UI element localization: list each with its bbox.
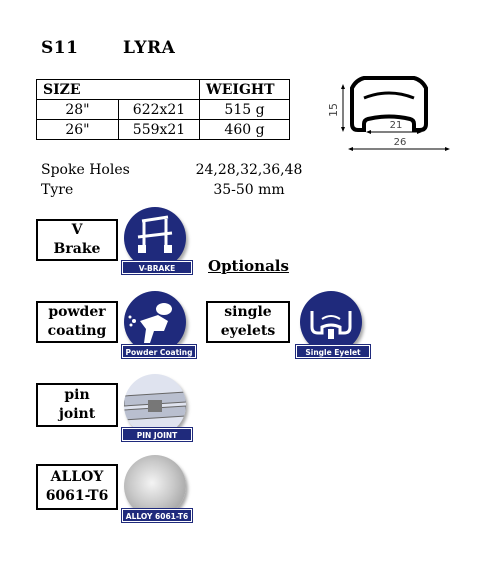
spoke-holes-value: 24,28,32,36,48 bbox=[195, 162, 303, 178]
powder-coating-label-box: powder coating bbox=[36, 301, 118, 343]
height-label: 15 bbox=[327, 103, 340, 117]
arrowhead-icon bbox=[341, 84, 345, 89]
vbrake-caption: V-BRAKE bbox=[122, 261, 192, 274]
vbrake-badge: V-BRAKE bbox=[122, 207, 192, 275]
arrowhead-icon bbox=[445, 147, 450, 151]
alloy-label-line2: 6061-T6 bbox=[45, 488, 109, 504]
rim-profile-diagram: 15 21 26 bbox=[327, 76, 450, 151]
alloy-label-box: ALLOY 6061-T6 bbox=[36, 464, 118, 510]
powder-label-line2: coating bbox=[47, 323, 107, 339]
vbrake-icon bbox=[124, 207, 186, 269]
table-header-row: SIZE WEIGHT bbox=[36, 79, 290, 100]
size-cell: 26" bbox=[36, 119, 119, 140]
table-row: 26" 559x21 460 g bbox=[36, 119, 290, 140]
arrowhead-icon bbox=[417, 130, 422, 134]
arrowhead-icon bbox=[348, 147, 353, 151]
eyelets-label-line1: single bbox=[224, 304, 272, 320]
spoke-holes-label: Spoke Holes bbox=[41, 162, 130, 178]
vbrake-label-box: V Brake bbox=[36, 219, 118, 261]
single-eyelet-badge: Single Eyelet bbox=[296, 291, 370, 359]
pin-joint-icon bbox=[124, 374, 186, 436]
rim-bridge-shape bbox=[363, 91, 415, 100]
tyre-label: Tyre bbox=[41, 182, 74, 198]
dims-cell: 622x21 bbox=[118, 99, 200, 120]
eyelets-label-line2: eyelets bbox=[220, 323, 276, 339]
model-code: S11 bbox=[41, 38, 79, 58]
arrowhead-icon bbox=[341, 127, 345, 132]
dims-cell: 559x21 bbox=[118, 119, 200, 140]
powder-label-line1: powder bbox=[48, 304, 106, 320]
single-eyelet-caption: Single Eyelet bbox=[296, 345, 370, 358]
pin-joint-badge: PIN JOINT bbox=[122, 374, 192, 442]
pin-label-line1: pin bbox=[64, 387, 90, 403]
alloy-label-line1: ALLOY bbox=[50, 469, 104, 485]
alloy-badge: ALLOY 6061-T6 bbox=[122, 455, 192, 523]
size-cell: 28" bbox=[36, 99, 119, 120]
pin-label-line2: joint bbox=[58, 406, 96, 422]
pin-joint-label-box: pin joint bbox=[36, 383, 118, 427]
arrowhead-icon bbox=[366, 130, 371, 134]
single-eyelets-label-box: single eyelets bbox=[206, 301, 290, 343]
alloy-caption: ALLOY 6061-T6 bbox=[122, 509, 192, 522]
model-name: LYRA bbox=[123, 38, 176, 58]
powder-coating-badge: Powder Coating bbox=[122, 291, 196, 359]
optionals-heading: Optionals bbox=[208, 257, 289, 275]
outer-width-label: 26 bbox=[394, 137, 407, 148]
pin-joint-caption: PIN JOINT bbox=[122, 428, 192, 441]
spray-gun-icon bbox=[124, 291, 186, 353]
weight-header: WEIGHT bbox=[199, 79, 290, 100]
eyelet-icon bbox=[300, 291, 362, 353]
spec-table: SIZE WEIGHT 28" 622x21 515 g 26" 559x21 … bbox=[36, 79, 290, 140]
size-header: SIZE bbox=[36, 79, 200, 100]
tyre-value: 35-50 mm bbox=[213, 182, 285, 198]
inner-width-label: 21 bbox=[390, 120, 403, 131]
powder-coating-caption: Powder Coating bbox=[122, 345, 196, 358]
brushed-metal-icon bbox=[124, 455, 186, 517]
rim-outline-shape bbox=[350, 76, 428, 132]
weight-cell: 460 g bbox=[199, 119, 290, 140]
weight-cell: 515 g bbox=[199, 99, 290, 120]
vbrake-label-line2: Brake bbox=[53, 241, 101, 257]
table-row: 28" 622x21 515 g bbox=[36, 99, 290, 120]
vbrake-label-line1: V bbox=[71, 222, 83, 238]
